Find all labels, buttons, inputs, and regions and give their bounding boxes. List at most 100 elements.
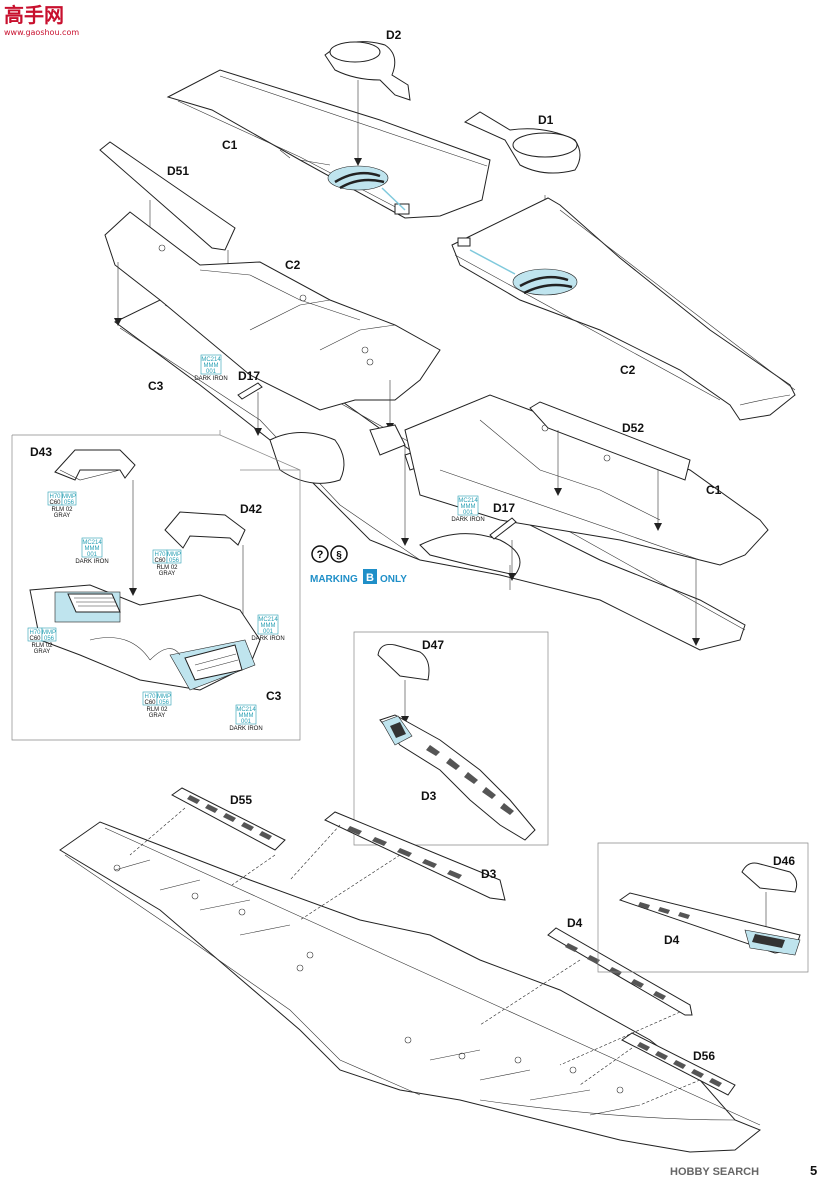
wheel-bay-main-left: [269, 424, 426, 484]
svg-text:C60: C60: [154, 558, 166, 564]
hobby-search-logo: HOBBY SEARCH: [670, 1166, 759, 1178]
svg-text:DARK IRON: DARK IRON: [251, 636, 284, 642]
inset-d4-frame: [597, 842, 809, 973]
svg-text:MMM: MMM: [261, 623, 276, 629]
svg-text:MMM: MMM: [204, 363, 219, 369]
svg-text:MC214: MC214: [201, 357, 221, 363]
svg-text:001: 001: [463, 510, 474, 516]
d4-aileron-inset: [618, 892, 801, 956]
svg-text:C60: C60: [144, 700, 156, 706]
svg-text:H70: H70: [49, 494, 61, 500]
color-callout-gray-inset-b: H70 MMP C60 056 RLM 02 GRAY: [142, 691, 172, 719]
wing-upper-left-c1: [166, 69, 491, 219]
svg-text:RLM 02: RLM 02: [156, 565, 178, 571]
wing-main-right-c1: [404, 394, 769, 646]
svg-text:MMM: MMM: [239, 713, 254, 719]
svg-text:001: 001: [241, 719, 252, 725]
d3-aileron-inset: [379, 714, 536, 841]
svg-text:056: 056: [64, 500, 75, 506]
label-d56: D56: [693, 1049, 715, 1063]
label-d4-inset: D4: [664, 933, 680, 947]
svg-text:RLM 02: RLM 02: [146, 707, 168, 713]
label-c3-main: C3: [148, 379, 164, 393]
svg-text:056: 056: [159, 700, 170, 706]
inset-aileron-frame: [353, 631, 549, 846]
svg-text:B: B: [366, 572, 374, 584]
svg-text:www.gaoshou.com: www.gaoshou.com: [4, 28, 79, 37]
svg-text:MMM: MMM: [461, 504, 476, 510]
color-callout-iron-main-right: MC214 MMM 001 DARK IRON: [451, 495, 485, 523]
svg-text:MC214: MC214: [458, 498, 478, 504]
label-c1-top: C1: [222, 138, 238, 152]
svg-text:RLM 02: RLM 02: [51, 507, 73, 513]
question-symbol: ?: [311, 545, 329, 563]
wheel-well-highlight-c1: [327, 165, 406, 211]
svg-text:MMP: MMP: [167, 552, 181, 558]
svg-text:MMP: MMP: [42, 630, 56, 636]
label-d4-top: D4: [567, 916, 583, 930]
svg-text:ONLY: ONLY: [380, 574, 407, 585]
label-c2-right: C2: [620, 363, 636, 377]
label-c2-mid: C2: [285, 258, 301, 272]
d17-pin-left: [237, 382, 263, 436]
svg-text:H70: H70: [144, 694, 156, 700]
wing-upper-right-c2: [451, 197, 796, 421]
d52-flap-part: [529, 401, 691, 531]
svg-text:C60: C60: [29, 636, 41, 642]
svg-text:MMP: MMP: [157, 694, 171, 700]
svg-text:MARKING: MARKING: [310, 574, 358, 585]
svg-text:MMM: MMM: [85, 546, 100, 552]
svg-text:001: 001: [263, 629, 274, 635]
label-d46: D46: [773, 854, 795, 868]
svg-text:GRAY: GRAY: [54, 513, 71, 519]
svg-text:056: 056: [44, 636, 55, 642]
color-callout-gray-inset-a: H70 MMP C60 056 RLM 02 GRAY: [27, 627, 57, 655]
svg-text:MC214: MC214: [82, 540, 102, 546]
svg-text:MC214: MC214: [236, 707, 256, 713]
wing-lower-full: [59, 821, 761, 1153]
svg-text:H70: H70: [29, 630, 41, 636]
svg-text:H70: H70: [154, 552, 166, 558]
label-d17-right: D17: [493, 501, 515, 515]
svg-text:DARK IRON: DARK IRON: [75, 559, 108, 565]
label-d55: D55: [230, 793, 252, 807]
label-d3-inset: D3: [421, 789, 437, 803]
d43-cover-part: [54, 449, 137, 596]
color-callout-iron-inset-b: MC214 MMM 001 DARK IRON: [251, 614, 285, 642]
svg-text:GRAY: GRAY: [159, 571, 176, 577]
label-d52: D52: [622, 421, 644, 435]
svg-text:DARK IRON: DARK IRON: [194, 376, 227, 382]
label-d42: D42: [240, 502, 262, 516]
svg-text:HOBBY SEARCH: HOBBY SEARCH: [670, 1166, 759, 1178]
svg-text:?: ?: [317, 549, 324, 561]
label-d3-bottom: D3: [481, 867, 497, 881]
svg-text:MC214: MC214: [258, 617, 278, 623]
label-d43: D43: [30, 445, 52, 459]
wing-main-upper-c2: [104, 211, 441, 431]
svg-text:GRAY: GRAY: [34, 649, 51, 655]
svg-text:C60: C60: [49, 500, 61, 506]
inset-gun-bay-frame: [11, 430, 301, 741]
svg-text:§: §: [336, 550, 342, 561]
page-number: 5: [810, 1163, 817, 1178]
d4-aileron-bottom: [479, 927, 693, 1066]
watermark-logo: 高手网 www.gaoshou.com: [4, 3, 79, 37]
color-callout-iron-main-left: MC214 MMM 001 DARK IRON: [194, 354, 228, 382]
d17-pin-right: [489, 517, 517, 581]
label-d51: D51: [167, 164, 189, 178]
svg-text:001: 001: [87, 552, 98, 558]
svg-text:GRAY: GRAY: [149, 713, 166, 719]
color-callout-iron-inset-c: MC214 MMM 001 DARK IRON: [229, 704, 263, 732]
svg-text:DARK IRON: DARK IRON: [229, 726, 262, 732]
color-callout-iron-inset-a: MC214 MMM 001 DARK IRON: [75, 537, 109, 565]
d56-aileron-part: [579, 1032, 736, 1106]
label-d17-left: D17: [238, 369, 260, 383]
svg-text:056: 056: [169, 558, 180, 564]
svg-text:001: 001: [206, 369, 217, 375]
d47-cover-part: [377, 644, 430, 724]
svg-text:高手网: 高手网: [4, 3, 64, 27]
label-d1: D1: [538, 113, 554, 127]
d3-aileron-bottom: [289, 811, 506, 921]
label-d2: D2: [386, 28, 402, 42]
